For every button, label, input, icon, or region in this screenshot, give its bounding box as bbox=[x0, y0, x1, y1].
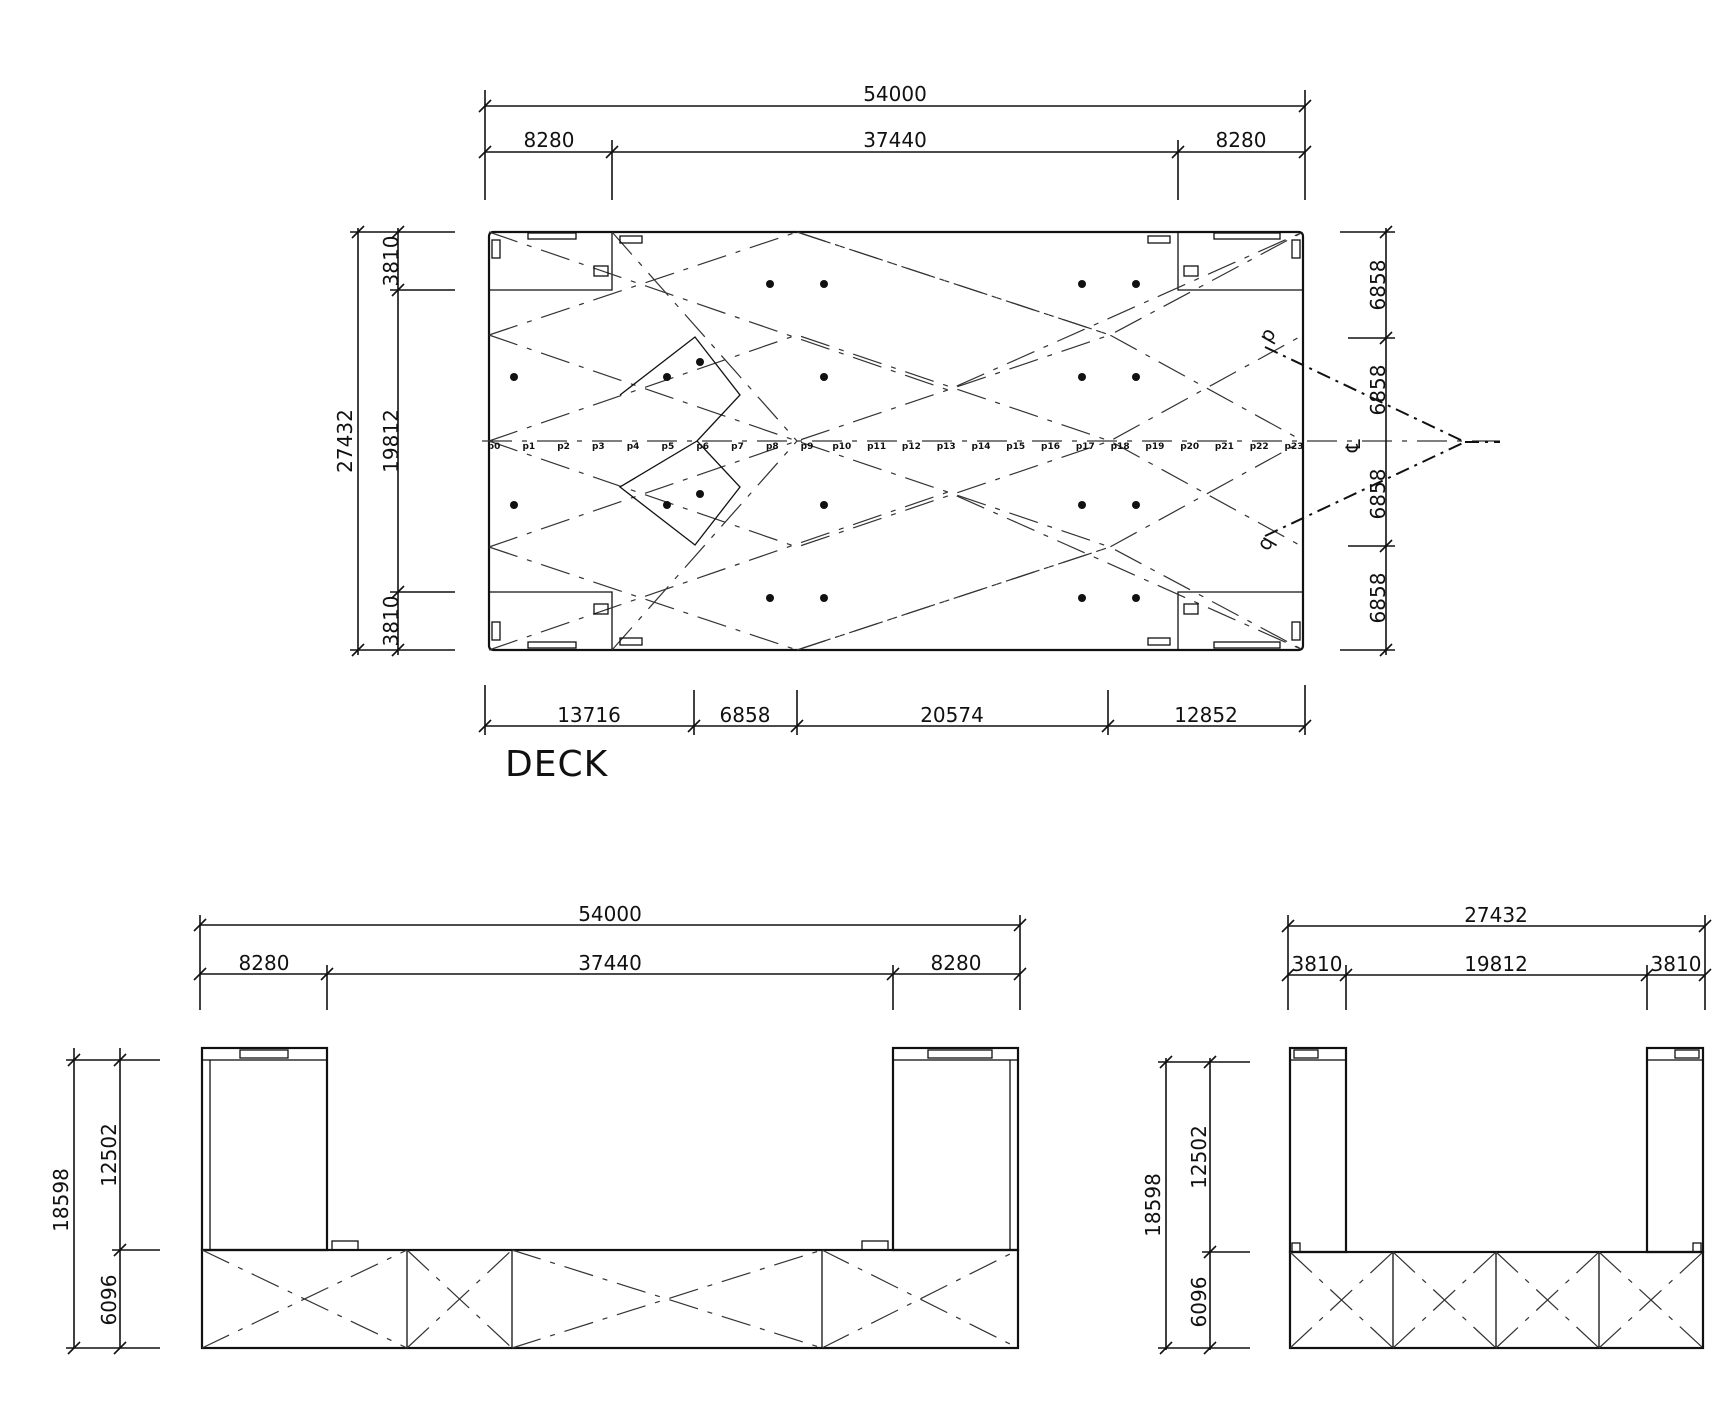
frame-label: p1 bbox=[522, 442, 535, 452]
marker-p: p bbox=[1254, 323, 1281, 346]
frame-label: p2 bbox=[557, 442, 570, 452]
dim-bottom-3: 20574 bbox=[920, 703, 984, 727]
side-dim-mid: 37440 bbox=[578, 951, 642, 975]
deck-label: DECK bbox=[505, 744, 609, 785]
frame-label: p9 bbox=[801, 442, 814, 452]
dim-left-top: 3810 bbox=[379, 236, 403, 287]
deck-plan: 54000 8280 37440 8280 bbox=[333, 82, 1500, 785]
dim-top-mid: 37440 bbox=[863, 128, 927, 152]
dim-bottom-1: 13716 bbox=[557, 703, 621, 727]
frame-label: p19 bbox=[1145, 442, 1164, 452]
frame-label: p4 bbox=[627, 442, 640, 452]
frame-label: p0 bbox=[488, 442, 501, 452]
end-dim-right: 3810 bbox=[1651, 952, 1702, 976]
frame-label: p16 bbox=[1041, 442, 1060, 452]
end-dim-left: 3810 bbox=[1292, 952, 1343, 976]
end-dim-height-lower: 6096 bbox=[1187, 1277, 1211, 1328]
bottom-dimensions: 13716 6858 20574 12852 bbox=[478, 685, 1312, 735]
brace-pattern bbox=[488, 231, 1304, 651]
frame-label: p8 bbox=[766, 442, 779, 452]
dim-right-2: 6858 bbox=[1366, 365, 1390, 416]
deck-outline bbox=[482, 230, 1500, 652]
frame-label: p11 bbox=[867, 442, 886, 452]
deck-fittings bbox=[491, 232, 1301, 649]
frame-label: p7 bbox=[731, 442, 744, 452]
frame-label: p13 bbox=[937, 442, 956, 452]
frame-label: p23 bbox=[1285, 442, 1304, 452]
frame-label: p22 bbox=[1250, 442, 1269, 452]
frame-label: p20 bbox=[1180, 442, 1199, 452]
frame-label: p3 bbox=[592, 442, 605, 452]
dim-left-overall: 27432 bbox=[333, 409, 357, 473]
end-dim-height-upper: 12502 bbox=[1187, 1125, 1211, 1189]
side-dim-height-lower: 6096 bbox=[97, 1275, 121, 1326]
side-dim-overall: 54000 bbox=[578, 902, 642, 926]
frame-label: p18 bbox=[1111, 442, 1130, 452]
top-chain-dimension: 8280 37440 8280 bbox=[478, 128, 1312, 200]
dim-top-overall: 54000 bbox=[863, 82, 927, 106]
side-dim-height-overall: 18598 bbox=[49, 1168, 73, 1232]
dim-right-4: 6858 bbox=[1366, 573, 1390, 624]
end-dim-mid: 19812 bbox=[1464, 952, 1528, 976]
dim-left-bottom: 3810 bbox=[379, 596, 403, 647]
dim-left-mid: 19812 bbox=[379, 409, 403, 473]
dim-bottom-4: 12852 bbox=[1174, 703, 1238, 727]
side-dim-right: 8280 bbox=[931, 951, 982, 975]
end-dim-overall: 27432 bbox=[1464, 903, 1528, 927]
dim-right-3: 6858 bbox=[1366, 469, 1390, 520]
left-dimensions: 27432 19812 3810 3810 bbox=[333, 225, 455, 657]
frame-labels: p0 p1 p2 p3 p4 p5 p6 p7 p8 p9 p10 p11 p12 p13 p14 p15 p1… bbox=[488, 442, 1304, 452]
side-dim-left: 8280 bbox=[239, 951, 290, 975]
centreline-symbol: ℄ bbox=[1341, 439, 1365, 453]
frame-label: p6 bbox=[696, 442, 709, 452]
end-dim-height-overall: 18598 bbox=[1141, 1173, 1165, 1237]
frame-label: p10 bbox=[832, 442, 851, 452]
frame-label: p21 bbox=[1215, 442, 1234, 452]
frame-label: p15 bbox=[1006, 442, 1025, 452]
end-elevation: 27432 3810 19812 3810 bbox=[1141, 903, 1712, 1355]
pile-dots bbox=[510, 280, 1140, 602]
frame-label: p12 bbox=[902, 442, 921, 452]
right-dimensions: 6858 6858 6858 6858 bbox=[1340, 225, 1395, 657]
side-dim-height-upper: 12502 bbox=[97, 1123, 121, 1187]
top-overall-dimension: 54000 bbox=[478, 82, 1312, 200]
dim-top-left: 8280 bbox=[524, 128, 575, 152]
frame-label: p5 bbox=[662, 442, 675, 452]
frame-label: p17 bbox=[1076, 442, 1095, 452]
side-elevation: 54000 8280 37440 8280 bbox=[49, 902, 1027, 1355]
dim-top-right: 8280 bbox=[1216, 128, 1267, 152]
dim-bottom-2: 6858 bbox=[720, 703, 771, 727]
frame-label: p14 bbox=[972, 442, 991, 452]
dim-right-1: 6858 bbox=[1366, 260, 1390, 311]
